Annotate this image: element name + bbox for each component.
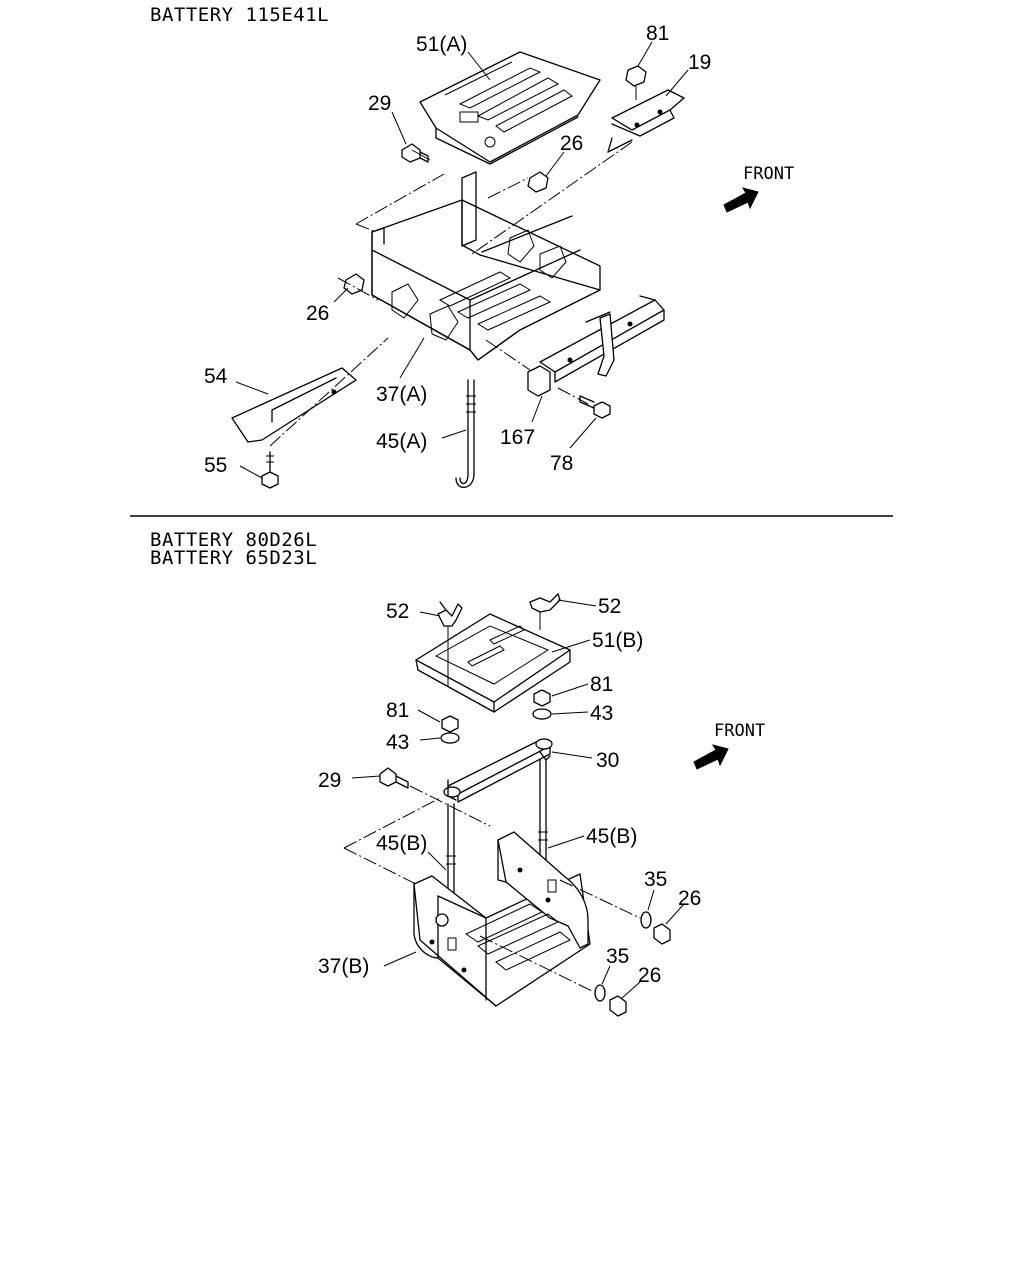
callout-81-top: 81	[646, 22, 669, 45]
callout-19: 19	[688, 51, 711, 74]
callout-45a: 45(A)	[376, 430, 427, 453]
front-arrow-top: FRONT	[723, 164, 794, 213]
battery-cover-a	[419, 51, 601, 165]
nut-26-upper	[653, 923, 671, 945]
header-bottom-1: BATTERY 80D26L	[150, 529, 317, 551]
callout-29-top: 29	[368, 92, 391, 115]
callout-55: 55	[204, 454, 227, 477]
cover-plate-54	[231, 367, 357, 443]
bolt-29-bottom	[379, 767, 409, 789]
header-bottom-2: BATTERY 65D23L	[150, 547, 317, 569]
callout-43-right: 43	[590, 702, 613, 725]
callout-37b: 37(B)	[318, 955, 369, 978]
top-assembly	[231, 41, 689, 489]
nut-81-right	[533, 689, 551, 707]
front-label-top: FRONT	[743, 164, 794, 184]
callout-35-lower: 35	[606, 945, 629, 968]
nut-81	[625, 65, 647, 100]
spacer-167	[527, 365, 551, 397]
callout-26-lower: 26	[638, 964, 661, 987]
hold-down-bar-30	[443, 738, 553, 803]
callout-45b-left: 45(B)	[376, 832, 427, 855]
battery-cover-b	[415, 613, 571, 713]
callout-30: 30	[596, 749, 619, 772]
bolt-29-top	[401, 143, 431, 163]
callout-54: 54	[204, 365, 228, 388]
callout-52-right: 52	[598, 595, 621, 618]
washer-43-left	[440, 732, 460, 744]
callout-45b-right: 45(B)	[586, 825, 637, 848]
washer-43-right	[532, 708, 552, 720]
battery-tray-b	[413, 831, 591, 1007]
callout-37a: 37(A)	[376, 383, 427, 406]
callout-167: 167	[500, 426, 535, 449]
frame-rail	[539, 295, 665, 383]
callout-26-top-left: 26	[306, 302, 329, 325]
callout-51a: 51(A)	[416, 33, 467, 56]
washer-35-lower	[594, 984, 606, 1002]
front-label-bottom: FRONT	[714, 721, 765, 741]
header-top: BATTERY 115E41L	[150, 4, 329, 26]
callout-52-left: 52	[386, 600, 409, 623]
nut-26-lower	[609, 995, 627, 1017]
wing-nut-52-right	[529, 593, 561, 613]
washer-35-upper	[640, 911, 652, 929]
callout-81-left: 81	[386, 699, 409, 722]
callout-29-bottom: 29	[318, 769, 341, 792]
callout-26-top-right: 26	[560, 132, 583, 155]
callout-51b: 51(B)	[592, 629, 643, 652]
bracket-19	[607, 89, 685, 153]
bolt-78	[579, 395, 611, 419]
nut-81-left	[441, 715, 459, 733]
bolt-55	[261, 451, 279, 489]
callout-26-upper: 26	[678, 887, 701, 910]
callout-78: 78	[550, 452, 573, 475]
bottom-assembly	[343, 593, 685, 1017]
callout-35-upper: 35	[644, 868, 667, 891]
callout-43-left: 43	[386, 731, 409, 754]
front-arrow-bottom: FRONT	[693, 721, 765, 770]
hook-bolt-45a	[455, 379, 476, 488]
wing-nut-52-left	[437, 601, 463, 627]
callout-81-right: 81	[590, 673, 613, 696]
battery-tray-a	[371, 171, 601, 361]
nut-26-right	[527, 171, 549, 193]
